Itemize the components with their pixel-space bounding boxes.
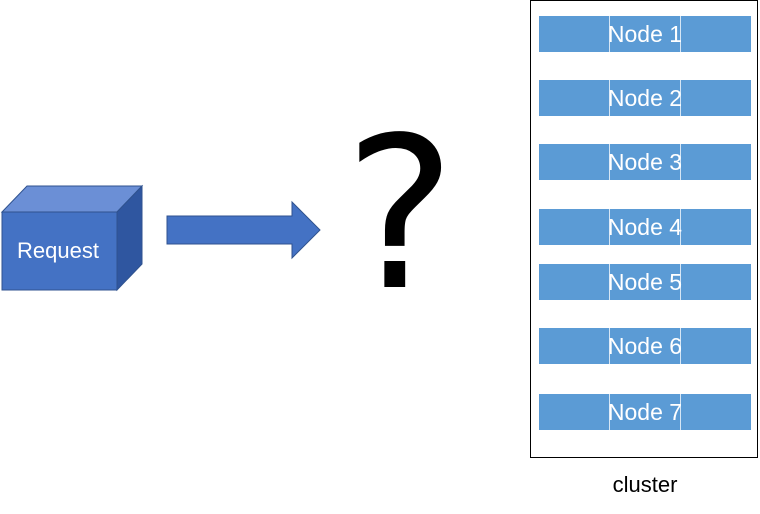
request-label: Request <box>17 238 99 263</box>
node-4: Node 4 <box>539 209 751 245</box>
node-7: Node 7 <box>539 394 751 430</box>
node-5: Node 5 <box>539 264 751 300</box>
node-label: Node 6 <box>607 333 683 359</box>
node-label: Node 1 <box>607 21 683 47</box>
node-2: Node 2 <box>539 80 751 116</box>
node-label: Node 5 <box>607 269 683 295</box>
request-cube-front <box>1 211 118 291</box>
node-6: Node 6 <box>539 328 751 364</box>
node-3: Node 3 <box>539 144 751 180</box>
node-label: Node 3 <box>607 149 683 175</box>
node-label: Node 4 <box>607 214 683 240</box>
node-label: Node 2 <box>607 85 683 111</box>
right-arrow-icon <box>166 200 321 260</box>
node-label: Node 7 <box>607 399 683 425</box>
node-1: Node 1 <box>539 16 751 52</box>
request-cube <box>0 184 144 292</box>
question-mark: ? <box>344 92 456 337</box>
cluster-label: cluster <box>612 472 678 497</box>
